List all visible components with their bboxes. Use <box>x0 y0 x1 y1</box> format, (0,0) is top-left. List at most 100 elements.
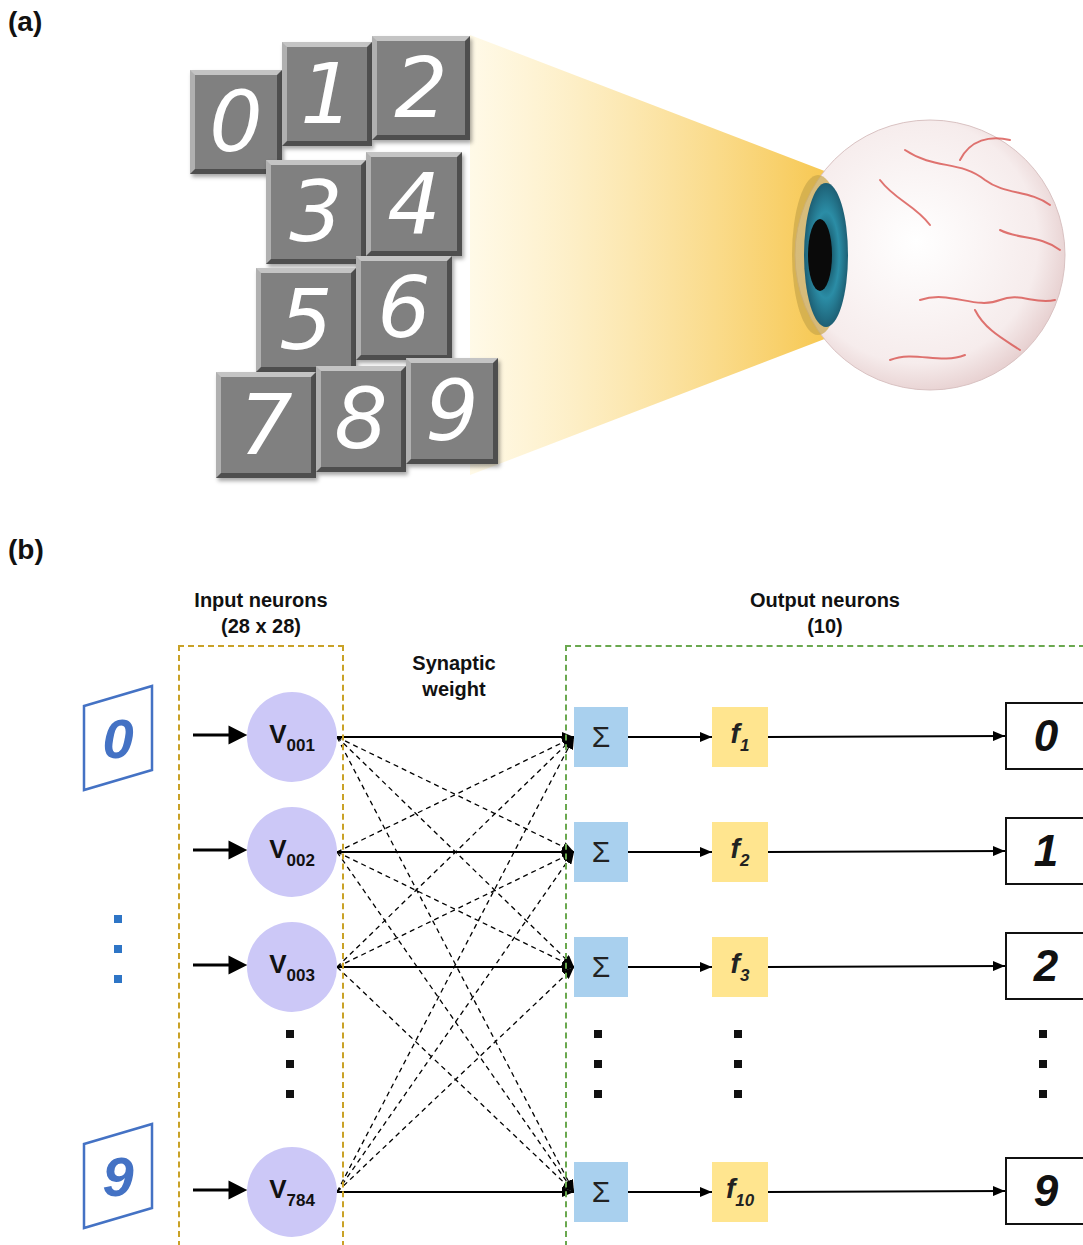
subscript: 002 <box>286 850 314 869</box>
symbol-label: V003 <box>269 949 315 986</box>
subscript: 784 <box>286 1190 314 1209</box>
node-text: 1 <box>300 52 353 136</box>
digit-tile: 4 <box>366 152 462 256</box>
input-digit-card: 0 <box>82 684 154 792</box>
blue-dots <box>114 915 122 983</box>
symbol-label: f1 <box>731 718 750 756</box>
node-text: 2 <box>1034 941 1058 991</box>
node-text: 1 <box>1034 826 1058 876</box>
input-digit-card: 9 <box>82 1122 154 1230</box>
synapse-dashed <box>337 737 574 852</box>
symbol-label: f2 <box>731 833 750 871</box>
synapse-dashed <box>337 852 574 1192</box>
summation-box: Σ <box>574 707 628 767</box>
synapse-dashed <box>337 737 574 1192</box>
node-text: 0 <box>102 706 133 771</box>
node-text: 0 <box>209 80 262 164</box>
symbol: f <box>731 833 740 864</box>
synapse-dashed <box>337 737 574 1192</box>
output-box: 0 <box>1005 702 1083 770</box>
digit-tile: 3 <box>266 160 366 264</box>
digit-tile: 9 <box>406 358 498 464</box>
neuron-group: Input neurons (28 x 28)V001V002V003V784 <box>178 645 344 1245</box>
digit-tile: 7 <box>216 372 316 478</box>
synapse-dashed <box>337 967 574 1192</box>
digit-tile: 1 <box>282 42 372 146</box>
input-arrows <box>193 728 244 1197</box>
node-text: 5 <box>279 278 332 362</box>
input-neuron: V001 <box>247 692 337 782</box>
subscript: 10 <box>735 1191 754 1210</box>
ellipsis-dots <box>286 1030 1047 1098</box>
panel-label: (a) <box>8 4 42 40</box>
output-box: 2 <box>1005 932 1083 1000</box>
digit-tile: 0 <box>190 70 282 174</box>
connector-arrow <box>628 1191 712 1193</box>
node-text: 6 <box>377 266 430 350</box>
digit-tile: 6 <box>356 256 452 360</box>
symbol: f <box>726 1173 735 1204</box>
node-text: 8 <box>334 377 387 461</box>
node-text: 4 <box>387 162 440 246</box>
subscript: 2 <box>740 851 749 870</box>
group-heading: Input neurons (28 x 28) <box>181 587 341 639</box>
symbol: f <box>731 718 740 749</box>
connector-arrow <box>768 851 1005 852</box>
synapse-dashed <box>337 737 574 967</box>
node-text: 9 <box>425 369 478 453</box>
symbol: V <box>269 1174 286 1204</box>
panel-label: (b) <box>8 532 44 568</box>
synapse-dashed <box>337 967 574 1192</box>
synapse-dashed <box>337 852 574 967</box>
summation-box: Σ <box>574 1162 628 1222</box>
connector-arrow <box>768 1191 1005 1192</box>
node-text: 2 <box>394 46 447 130</box>
connector-arrow <box>768 966 1005 967</box>
symbol-label: V001 <box>269 719 315 756</box>
symbol-label: V784 <box>269 1174 315 1211</box>
symbol: V <box>269 834 286 864</box>
subscript: 3 <box>740 966 749 985</box>
symbol: V <box>269 949 286 979</box>
node-text: Σ <box>592 720 611 754</box>
connector-arrow <box>337 1191 574 1193</box>
activation-box: f1 <box>712 707 768 767</box>
node-text: 9 <box>102 1144 133 1209</box>
connector-arrow <box>337 966 574 968</box>
connector-arrow <box>337 736 574 738</box>
synapse-dashed <box>337 852 574 967</box>
synapse-dashed <box>337 852 574 1192</box>
subscript: 003 <box>286 965 314 984</box>
connector-arrow <box>768 736 1005 737</box>
symbol-label: V002 <box>269 834 315 871</box>
connector-arrow <box>628 851 712 853</box>
digit-tile: 2 <box>372 36 470 140</box>
digit-tile: 8 <box>316 366 406 472</box>
symbol: f <box>731 948 740 979</box>
node-text: Σ <box>592 950 611 984</box>
symbol-label: f3 <box>731 948 750 986</box>
output-box: 1 <box>1005 817 1083 885</box>
axis-note: Synaptic weight <box>398 650 510 702</box>
input-neuron: V784 <box>247 1147 337 1237</box>
connector-arrow <box>628 966 712 968</box>
synapse-dashed <box>337 737 574 852</box>
node-text: 7 <box>239 383 292 467</box>
activation-box: f3 <box>712 937 768 997</box>
input-neuron: V002 <box>247 807 337 897</box>
activation-box: f2 <box>712 822 768 882</box>
subscript: 1 <box>740 736 749 755</box>
node-text: 3 <box>289 170 342 254</box>
activation-box: f10 <box>712 1162 768 1222</box>
summation-box: Σ <box>574 822 628 882</box>
neuron-group: Output neurons (10)ΣΣΣΣf1f2f3f100129 <box>565 645 1083 1245</box>
digit-tile: 5 <box>256 268 356 372</box>
node-text: Σ <box>592 835 611 869</box>
group-heading: Output neurons (10) <box>740 587 910 639</box>
symbol-label: f10 <box>726 1173 754 1211</box>
symbol: V <box>269 719 286 749</box>
summation-box: Σ <box>574 937 628 997</box>
connector-arrow <box>628 736 712 738</box>
synapse-dashed <box>337 737 574 967</box>
